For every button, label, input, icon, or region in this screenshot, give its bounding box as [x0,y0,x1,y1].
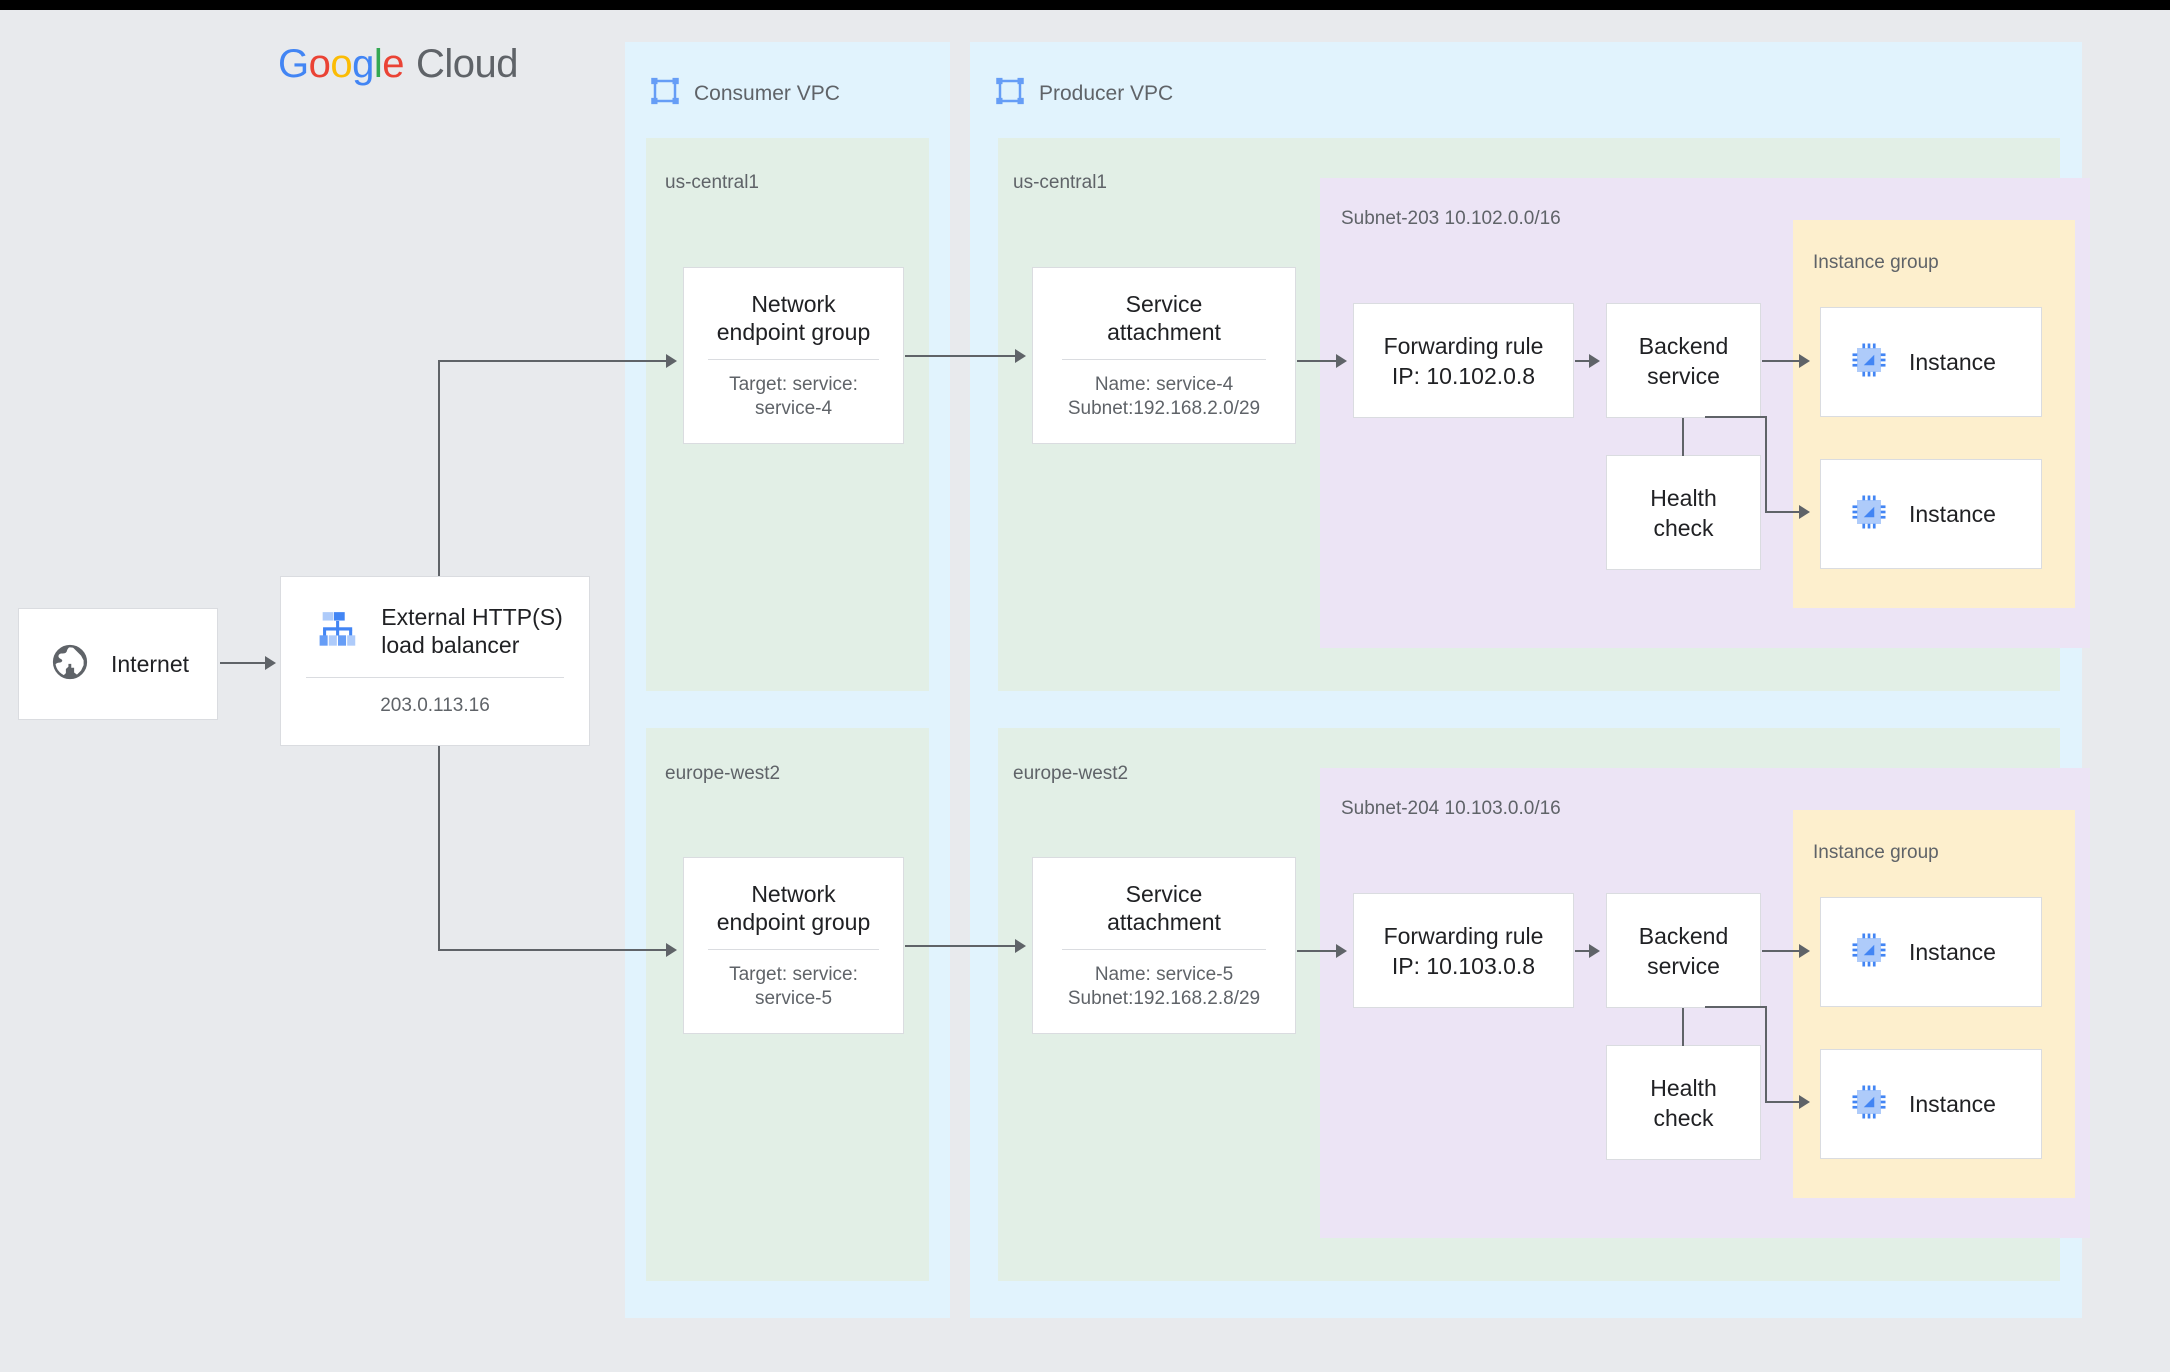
arrowhead-internet-to-lb [265,656,276,670]
connector-fr1-to-bs1 [1575,360,1594,362]
load-balancer-card[interactable]: External HTTP(S) load balancer 203.0.113… [280,576,590,746]
connector-internet-to-lb [220,662,265,664]
cpu-chip-icon [1851,342,1887,383]
arrowhead-bs1-to-instance1a [1799,354,1810,368]
arrowhead-bs2-to-instance2a [1799,944,1810,958]
arrowhead-fr2-to-bs2 [1589,944,1600,958]
connector-bs1-to-hc1 [1682,418,1684,456]
logo-letter-g1: G [278,42,309,86]
neg-title-1: Network endpoint group [716,291,871,345]
consumer-vpc-header: Consumer VPC [650,76,840,111]
internet-label: Internet [111,650,189,677]
instance-label-1a: Instance [1909,348,1996,375]
service-attachment-subtitle-2: Name: service-5 Subnet:192.168.2.8/29 [1067,964,1261,1009]
service-attachment-card-2[interactable]: Service attachment Name: service-5 Subne… [1032,857,1296,1034]
subnet-label-203: Subnet-203 10.102.0.0/16 [1341,208,1561,229]
health-check-card-1[interactable]: Health check [1606,455,1761,570]
instance-label-1b: Instance [1909,500,1996,527]
consumer-vpc-title: Consumer VPC [694,81,840,105]
load-balancer-ip: 203.0.113.16 [380,695,490,716]
connector-bs1-elbow-vertical [1765,416,1767,512]
logo-letter-g2: g [352,42,374,86]
neg-title-2: Network endpoint group [716,881,871,935]
cpu-chip-icon [1851,494,1887,535]
backend-service-card-2[interactable]: Backend service [1606,893,1761,1008]
arrowhead-sa2-to-fr2 [1336,944,1347,958]
globe-icon [51,643,89,686]
logo-word-cloud: Cloud [416,42,519,86]
connector-bs2-to-instance2a [1762,950,1802,952]
connector-lb-up-horizontal [438,360,666,362]
arrowhead-bs2-to-instance2b [1799,1095,1810,1109]
arrowhead-sa1-to-fr1 [1336,354,1347,368]
producer-vpc-header: Producer VPC [995,76,1173,111]
forwarding-rule-card-1[interactable]: Forwarding rule IP: 10.102.0.8 [1353,303,1574,418]
backend-service-card-1[interactable]: Backend service [1606,303,1761,418]
instance-card-2a[interactable]: Instance [1820,897,2042,1007]
network-endpoint-group-card-2[interactable]: Network endpoint group Target: service: … [683,857,904,1034]
neg-subtitle-2: Target: service: service-5 [729,964,858,1009]
logo-letter-o1: o [308,42,331,86]
service-attachment-subtitle-1: Name: service-4 Subnet:192.168.2.0/29 [1067,374,1261,419]
network-endpoint-group-card-1[interactable]: Network endpoint group Target: service: … [683,267,904,444]
producer-region-label-europe-west2: europe-west2 [1013,763,1129,784]
connector-bs1-elbow-bottom [1765,511,1802,513]
connector-bs2-elbow-top [1705,1006,1767,1008]
connector-bs2-to-hc2 [1682,1008,1684,1046]
instance-card-2b[interactable]: Instance [1820,1049,2042,1159]
cpu-chip-icon [1851,932,1887,973]
service-attachment-divider-1 [1061,359,1267,360]
instance-card-1b[interactable]: Instance [1820,459,2042,569]
connector-bs1-to-instance1a [1762,360,1802,362]
service-attachment-divider-2 [1061,949,1267,950]
load-balancer-icon [315,606,361,657]
logo-letter-l: l [373,42,383,86]
vpc-icon [995,76,1025,111]
logo-letter-e: e [382,42,405,86]
connector-bs2-elbow-vertical [1765,1006,1767,1102]
vpc-icon [650,76,680,111]
logo-letter-o2: o [330,42,353,86]
connector-fr2-to-bs2 [1575,950,1594,952]
load-balancer-title: External HTTP(S) load balancer [381,604,563,658]
internet-card[interactable]: Internet [18,608,218,720]
connector-lb-down-vertical [438,746,440,950]
arrowhead-lb-to-neg2 [666,943,677,957]
neg-divider-1 [708,359,879,360]
instance-label-2a: Instance [1909,938,1996,965]
neg-subtitle-1: Target: service: service-4 [729,374,858,419]
connector-neg2-to-sa2 [905,945,1015,947]
cpu-chip-icon [1851,1084,1887,1125]
producer-region-label-us-central1: us-central1 [1013,172,1107,193]
forwarding-rule-card-2[interactable]: Forwarding rule IP: 10.103.0.8 [1353,893,1574,1008]
connector-bs1-elbow-top [1705,416,1767,418]
top-black-bar [0,0,2170,10]
neg-divider-2 [708,949,879,950]
consumer-region-label-us-central1: us-central1 [665,172,759,193]
instance-label-2b: Instance [1909,1090,1996,1117]
arrowhead-fr1-to-bs1 [1589,354,1600,368]
subnet-label-204: Subnet-204 10.103.0.0/16 [1341,798,1561,819]
service-attachment-card-1[interactable]: Service attachment Name: service-4 Subne… [1032,267,1296,444]
arrowhead-neg2-to-sa2 [1015,939,1026,953]
instance-group-label-1: Instance group [1813,252,1939,273]
connector-bs2-elbow-bottom [1765,1101,1802,1103]
arrowhead-bs1-to-instance1b [1799,505,1810,519]
producer-vpc-title: Producer VPC [1039,81,1174,105]
connector-lb-up-vertical [438,360,440,576]
service-attachment-title-1: Service attachment [1107,291,1221,345]
connector-sa2-to-fr2 [1297,950,1336,952]
health-check-card-2[interactable]: Health check [1606,1045,1761,1160]
arrowhead-lb-to-neg1 [666,354,677,368]
consumer-region-label-europe-west2: europe-west2 [665,763,781,784]
connector-neg1-to-sa1 [905,355,1015,357]
service-attachment-title-2: Service attachment [1107,881,1221,935]
instance-card-1a[interactable]: Instance [1820,307,2042,417]
load-balancer-divider [305,677,565,678]
arrowhead-neg1-to-sa1 [1015,349,1026,363]
connector-sa1-to-fr1 [1297,360,1336,362]
instance-group-label-2: Instance group [1813,842,1939,863]
connector-lb-down-horizontal [438,949,666,951]
